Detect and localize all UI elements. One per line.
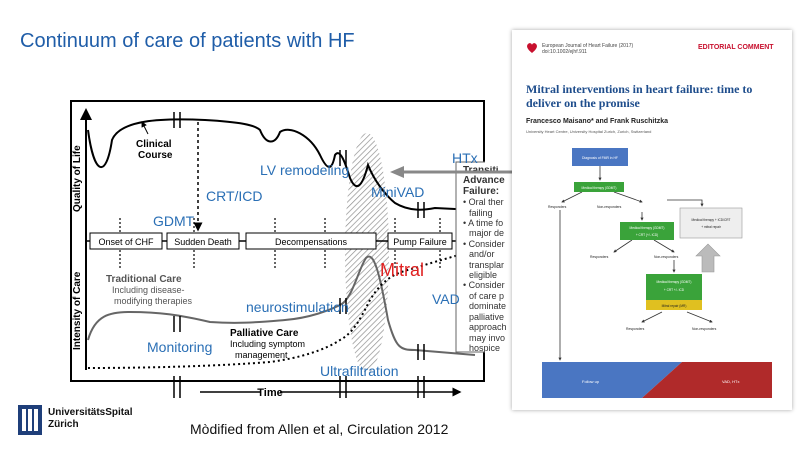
paper-authors: Francesco Maisano* and Frank Ruschitzka <box>526 118 668 125</box>
flow-medical-box <box>574 182 624 192</box>
hatched-ellipse <box>345 133 389 373</box>
flow-side-box <box>679 207 743 239</box>
svg-text:Diagnosis of FMR in HF: Diagnosis of FMR in HF <box>582 156 618 160</box>
svg-text:Medical therapy (GDMT): Medical therapy (GDMT) <box>657 280 692 284</box>
svg-text:Non-responders: Non-responders <box>597 205 622 209</box>
svg-text:Medical therapy (GDMT): Medical therapy (GDMT) <box>582 186 617 190</box>
monitoring-label: Monitoring <box>147 339 213 355</box>
vad-label: VAD <box>432 291 460 307</box>
svg-text:Medical therapy + ICD/CRT: Medical therapy + ICD/CRT <box>691 218 730 222</box>
break-marks-top <box>173 112 425 218</box>
svg-text:+ CRT +/- ICD: + CRT +/- ICD <box>664 288 685 292</box>
care-continuum-figure: Quality of Life Intensity of Care Clinic… <box>70 100 485 399</box>
ultrafiltration-label: Ultrafiltration <box>320 363 399 379</box>
flow-vad-htx-band <box>642 362 772 398</box>
flow-mitral-repair-box <box>646 300 702 310</box>
traditional-care-label-3: modifying therapies <box>114 296 193 306</box>
timeline-boxes <box>89 232 453 250</box>
neurostimulation-label: neurostimulation <box>246 299 349 315</box>
transition-box <box>455 161 485 353</box>
university-logo-icon <box>18 405 42 435</box>
timeline-decompensations: Decompensations <box>275 237 348 247</box>
palliative-care-curve <box>87 249 476 369</box>
svg-text:Follow up: Follow up <box>582 379 600 384</box>
lv-remodeling-label: LV remodeling <box>260 162 350 178</box>
flow-diagnosis-box <box>572 148 628 166</box>
y-axis-bottom-label: Intensity of Care <box>72 271 83 350</box>
palliative-care-label-2: Including symptom <box>230 339 305 349</box>
mitral-label: Mitral <box>380 260 424 280</box>
svg-text:Mitral repair (MR): Mitral repair (MR) <box>662 304 687 308</box>
paper-section: EDITORIAL COMMENT <box>698 44 774 51</box>
traditional-care-curve <box>87 255 476 356</box>
slide-title: Continuum of care of patients with HF <box>20 30 355 52</box>
palliative-care-label-3: management <box>235 350 288 360</box>
minivad-label: MiniVAD <box>371 184 425 200</box>
flow-box-3 <box>646 274 702 300</box>
slide-caption: Mòdified from Allen et al, Circulation 2… <box>190 421 449 437</box>
traditional-care-label-1: Traditional Care <box>106 274 182 285</box>
svg-text:Responders: Responders <box>626 327 645 331</box>
svg-text:VAD, HTx: VAD, HTx <box>722 379 739 384</box>
traditional-care-label-2: Including disease- <box>112 285 185 295</box>
break-marks-bottom <box>173 298 425 360</box>
paper-flowchart: Diagnosis of FMR in HF Medical therapy (… <box>542 148 772 398</box>
journal-line-1: European Journal of Heart Failure (2017) <box>542 43 634 49</box>
flow-follow-up-band <box>542 362 682 398</box>
y-axis-top-label: Quality of Life <box>72 145 83 212</box>
flow-up-arrow-icon <box>695 243 721 273</box>
flow-box-2 <box>620 222 674 240</box>
crt-icd-label: CRT/ICD <box>206 188 263 204</box>
svg-text:Medical therapy (GDMT): Medical therapy (GDMT) <box>630 226 665 230</box>
timeline-onset: Onset of CHF <box>98 237 154 247</box>
grey-arrow <box>390 166 514 178</box>
timeline-sudden-death: Sudden Death <box>174 237 232 247</box>
heart-logo-icon <box>527 43 537 53</box>
timeline-pump-failure: Pump Failure <box>393 237 447 247</box>
clinical-course-label-2: Course <box>138 150 173 161</box>
paper-title: Mitral interventions in heart failure: t… <box>526 82 753 110</box>
gdmt-label: GDMT <box>153 213 195 229</box>
htx-label: HTx <box>452 150 478 166</box>
university-name: UniversitätsSpital Zürich <box>48 407 133 430</box>
x-axis-label: Time <box>257 387 282 399</box>
svg-text:+ CRT (+/- ICD): + CRT (+/- ICD) <box>636 233 658 237</box>
transition-box-text: Transiti Advance Failure: • Oral ther fa… <box>463 166 507 353</box>
svg-text:Non-responders: Non-responders <box>654 255 679 259</box>
journal-line-2: doi:10.1002/ejhf.911 <box>542 49 587 55</box>
svg-text:+ mitral repair: + mitral repair <box>701 225 722 229</box>
palliative-care-label-1: Palliative Care <box>230 328 299 339</box>
clinical-course-label-1: Clinical <box>136 139 172 150</box>
svg-text:Responders: Responders <box>590 255 609 259</box>
journal-paper: European Journal of Heart Failure (2017)… <box>512 30 792 410</box>
paper-affiliation: University Heart Centre, University Hosp… <box>526 129 652 134</box>
clinical-course-curve <box>87 118 476 211</box>
svg-text:Responders: Responders <box>548 205 567 209</box>
svg-text:Non-responders: Non-responders <box>692 327 717 331</box>
